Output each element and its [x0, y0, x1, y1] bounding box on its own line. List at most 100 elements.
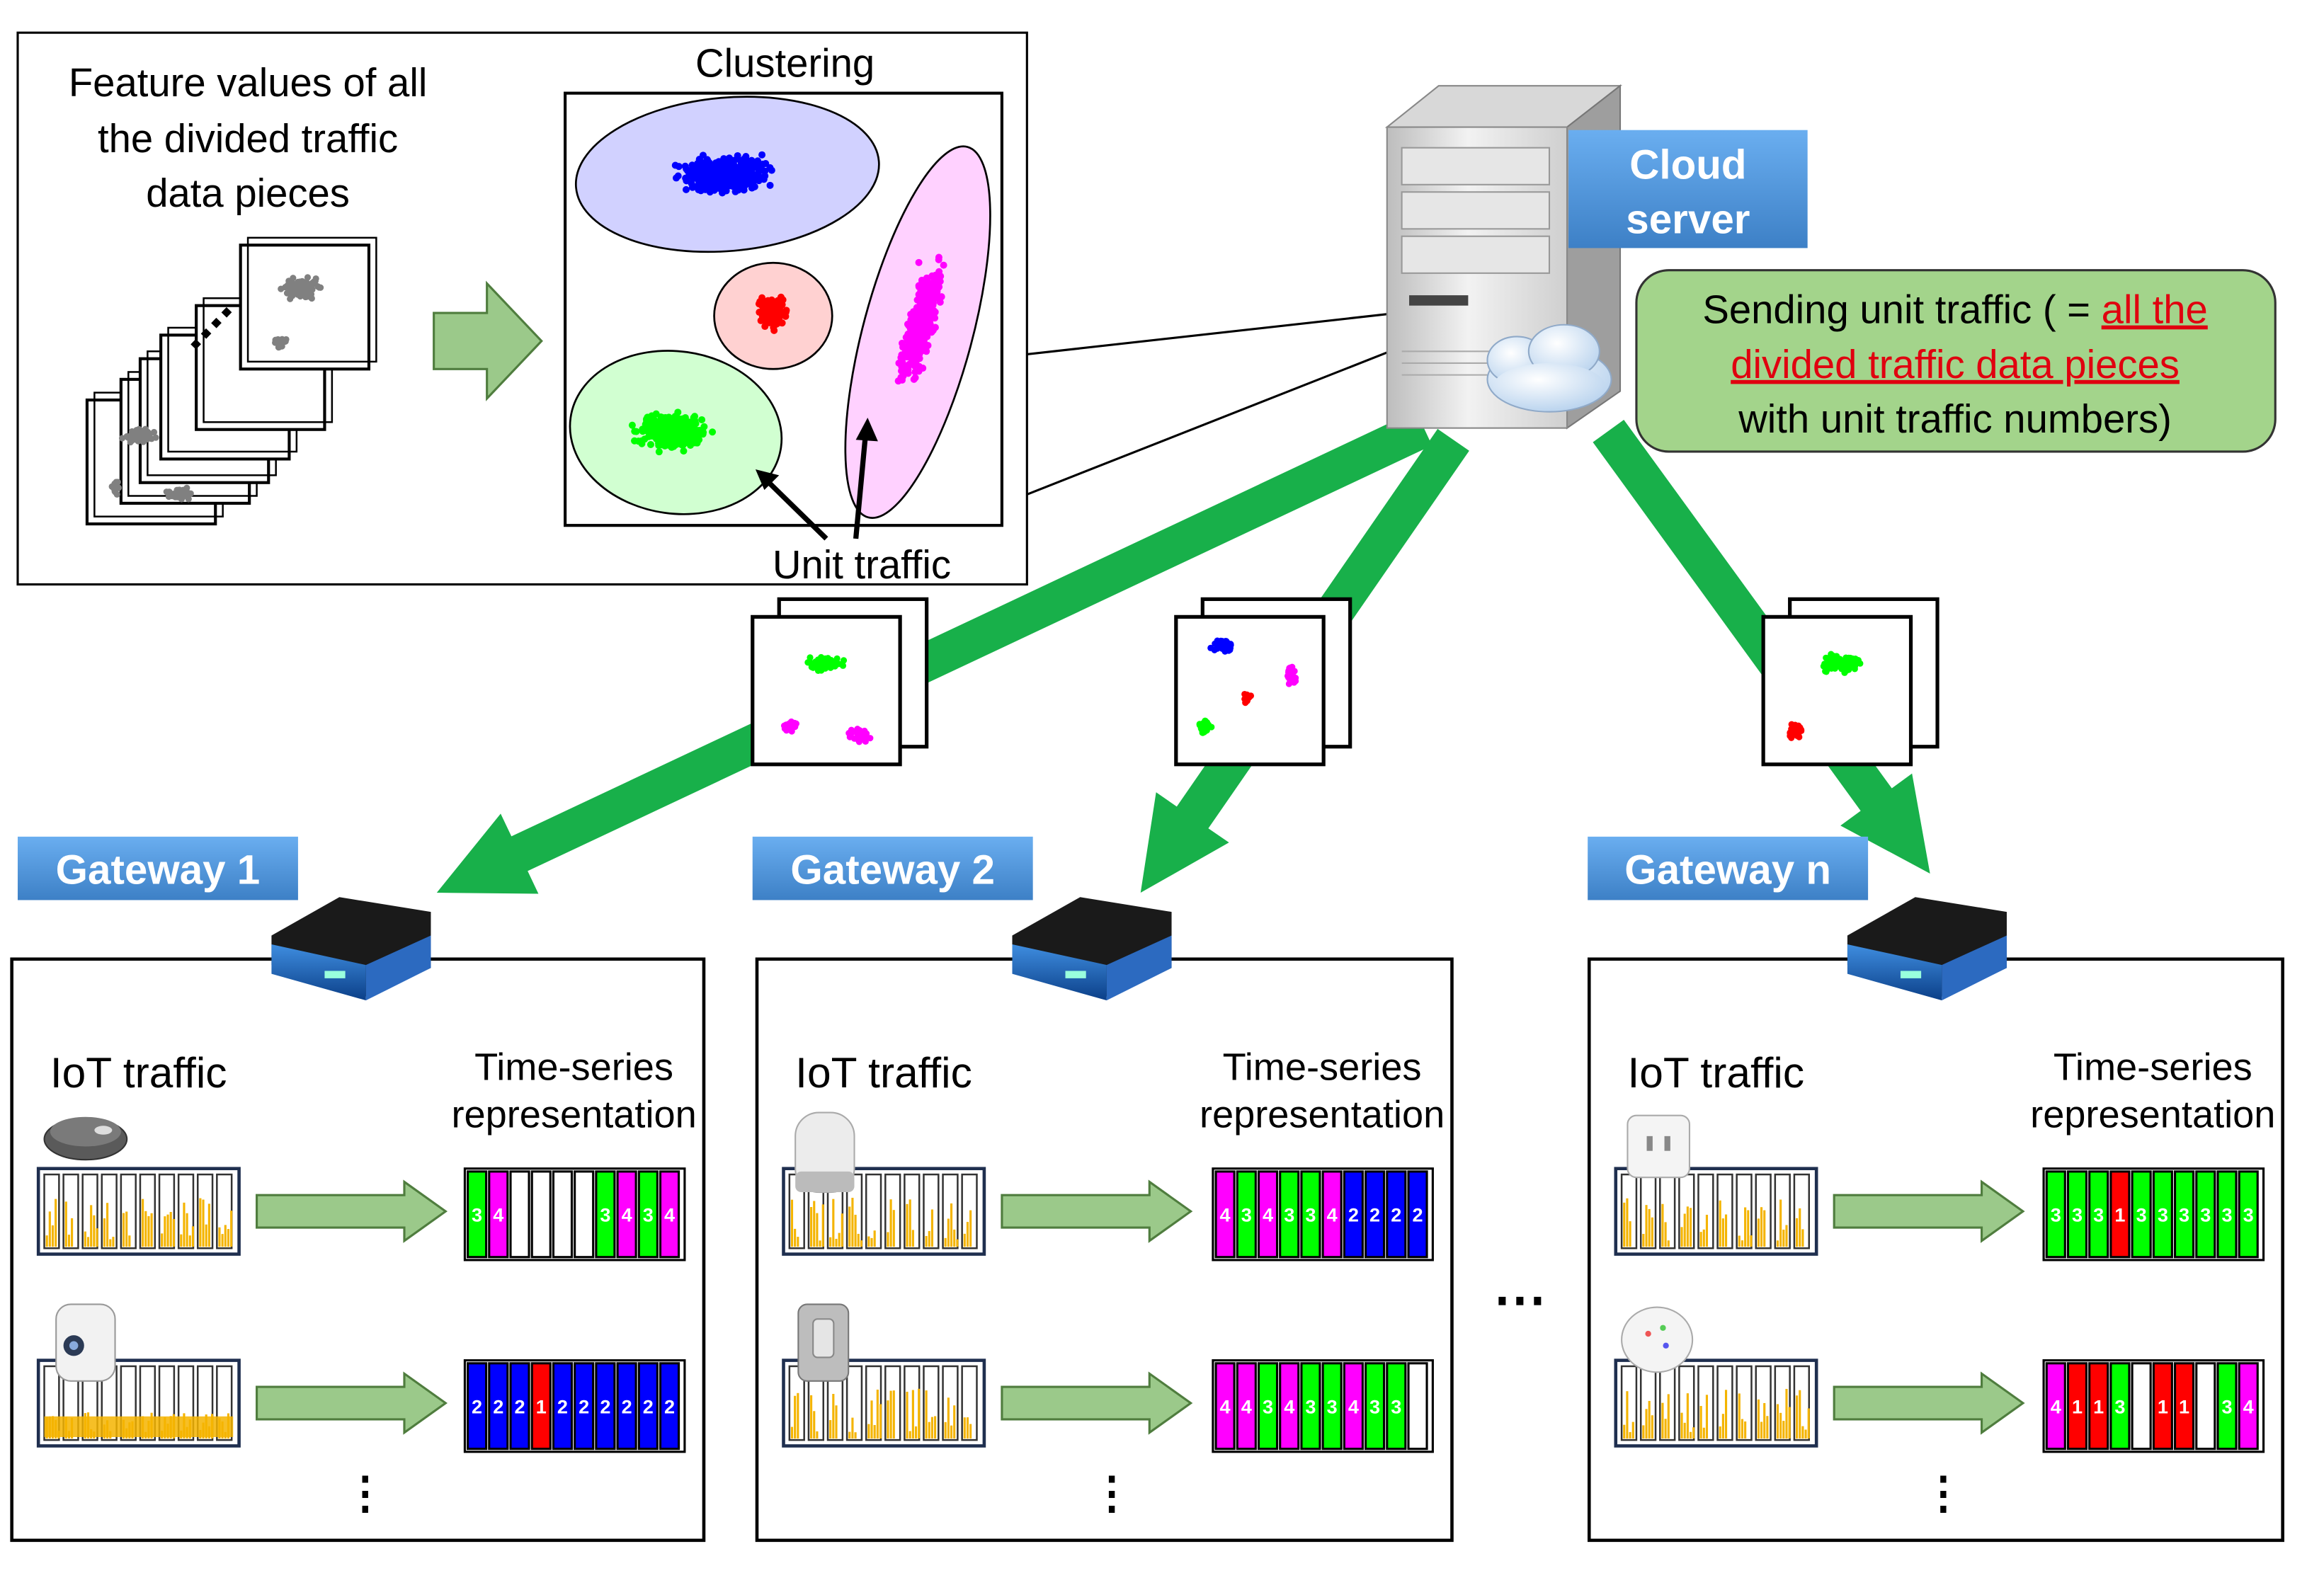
gateway-ellipsis: ⋯	[1493, 1269, 1547, 1329]
sequence-cell-number: 2	[600, 1396, 610, 1418]
traffic-bar	[963, 1233, 966, 1247]
traffic-bar	[930, 1209, 934, 1247]
traffic-bar	[64, 1201, 67, 1247]
traffic-bar	[125, 1211, 128, 1247]
traffic-bar	[854, 1432, 857, 1439]
sequence-cell	[1343, 1362, 1364, 1451]
traffic-bar	[816, 1213, 819, 1247]
sequence-cell-number: 3	[472, 1204, 482, 1226]
traffic-bar	[947, 1397, 950, 1439]
traffic-bar	[150, 1213, 153, 1247]
traffic-bar	[1779, 1412, 1782, 1439]
sequence-cell	[616, 1170, 637, 1259]
sequence-cell-number: 4	[1327, 1204, 1338, 1226]
sequence-cell	[574, 1170, 595, 1259]
traffic-bar	[889, 1390, 892, 1439]
traffic-bar	[90, 1205, 93, 1247]
gateway-tag-label: Gateway 1	[56, 847, 261, 893]
sequence-cell	[509, 1362, 530, 1451]
traffic-bar	[1738, 1235, 1741, 1247]
traffic-bar	[1626, 1198, 1629, 1247]
traffic-bar	[950, 1425, 953, 1439]
traffic-bar	[1664, 1222, 1667, 1247]
convert-arrow	[1001, 1371, 1193, 1435]
traffic-bar	[851, 1197, 854, 1247]
traffic-bar	[1776, 1404, 1779, 1439]
traffic-bar	[889, 1199, 892, 1247]
traffic-bar	[848, 1206, 851, 1247]
sequence-cell	[2088, 1170, 2109, 1259]
traffic-bar	[944, 1422, 947, 1439]
traffic-bar	[816, 1431, 819, 1439]
traffic-bar	[969, 1424, 972, 1439]
cloud-icon	[1486, 324, 1612, 413]
feature-dots-top-b	[272, 336, 290, 351]
sequence-cell-number: 2	[557, 1396, 568, 1418]
sequence-cell-number: 3	[1305, 1396, 1316, 1418]
sequence-cell-number: 4	[2051, 1396, 2061, 1418]
sequence-cell	[552, 1170, 574, 1259]
sequence-cell-number: 4	[1348, 1396, 1359, 1418]
traffic-bar	[914, 1426, 918, 1439]
traffic-bar	[164, 1216, 166, 1247]
sequence-cell	[2045, 1362, 2066, 1451]
sequence-cell	[467, 1362, 488, 1451]
traffic-bar	[1757, 1399, 1760, 1439]
traffic-bar	[147, 1216, 150, 1247]
traffic-bar	[1661, 1203, 1664, 1247]
gateway-tag	[752, 836, 1033, 900]
feature-dots-front-c	[108, 479, 123, 498]
convert-arrow	[1833, 1371, 2025, 1435]
sequence-cell	[2152, 1170, 2173, 1259]
traffic-bar	[1760, 1207, 1763, 1247]
traffic-bar	[103, 1218, 106, 1247]
traffic-bar	[857, 1233, 860, 1247]
robot-vacuum-icon	[43, 1116, 128, 1161]
iot-traffic-label: IoT traffic	[795, 1048, 972, 1097]
traffic-bar	[48, 1211, 51, 1247]
sequence-cell	[509, 1170, 530, 1259]
gateway-tag-label: Gateway n	[1624, 847, 1831, 893]
sequence-cell	[2216, 1170, 2238, 1259]
convert-arrow	[256, 1371, 448, 1435]
cluster-dots-blue	[671, 151, 775, 197]
traffic-bar	[183, 1202, 186, 1247]
sequence-cell	[1257, 1362, 1279, 1451]
sequence-cell-number: 3	[2158, 1204, 2168, 1226]
traffic-bar	[1763, 1210, 1766, 1247]
sequence-cell-number: 2	[643, 1396, 654, 1418]
traffic-bar	[934, 1416, 937, 1439]
traffic-bar	[1747, 1210, 1750, 1247]
traffic-bar	[873, 1230, 876, 1247]
unit-traffic-pointer-head-1	[755, 469, 780, 491]
sequence-cell	[1236, 1362, 1257, 1451]
sequence-cell	[2152, 1362, 2173, 1451]
traffic-bar	[93, 1215, 96, 1247]
traffic-bar	[908, 1199, 911, 1247]
gateway-tag	[1588, 836, 1869, 900]
traffic-bar	[128, 1235, 131, 1247]
feature-dots-front-b	[163, 484, 194, 503]
traffic-bar	[186, 1213, 188, 1247]
traffic-window	[865, 1173, 882, 1249]
sequence-cell	[2131, 1170, 2152, 1259]
traffic-bar	[1667, 1394, 1670, 1439]
time-series-label-line-1: Time-series	[474, 1046, 673, 1089]
packet-gateway-1-dots	[804, 653, 848, 675]
traffic-bar	[1629, 1221, 1631, 1247]
traffic-bar	[1750, 1235, 1753, 1247]
traffic-bar	[1785, 1388, 1788, 1439]
traffic-bar	[1702, 1427, 1705, 1439]
traffic-bar	[1741, 1419, 1744, 1439]
traffic-bar	[876, 1389, 879, 1439]
sequence-cell	[2131, 1362, 2152, 1451]
sequence-cell	[1321, 1170, 1343, 1259]
traffic-bar	[1626, 1391, 1629, 1439]
smart-speaker-icon	[794, 1111, 855, 1194]
traffic-bar	[1741, 1240, 1744, 1247]
sequence-cell	[1214, 1362, 1236, 1451]
traffic-bar	[930, 1417, 934, 1439]
sequence-cell	[659, 1170, 680, 1259]
